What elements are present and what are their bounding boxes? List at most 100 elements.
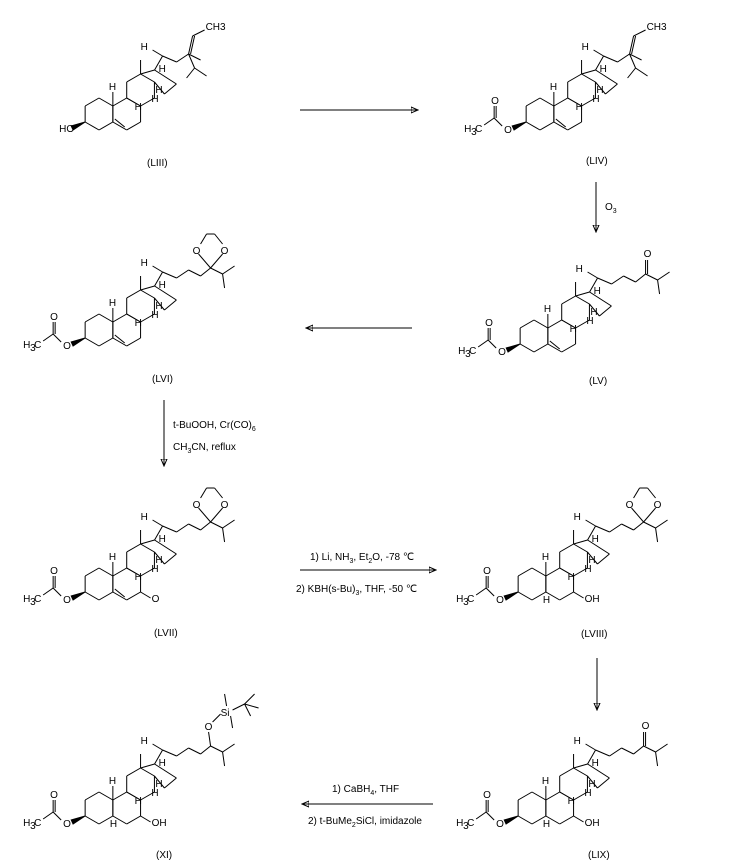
ring-c-bond	[140, 289, 155, 299]
dioxolane-o2-label: O	[654, 500, 662, 511]
ring-b-bond	[112, 313, 127, 323]
reagent-xi-line-1: 1) CaBH4, THF	[332, 784, 399, 797]
ring-b-bond	[126, 121, 141, 131]
double-bond-5-6	[555, 118, 567, 128]
side-chain-bond	[154, 525, 164, 541]
acetyl-oxygen-label: O	[491, 96, 499, 107]
ring-c-bond	[559, 791, 574, 801]
c21-label: H	[141, 258, 148, 269]
acetyl-methyl-c: C	[34, 340, 41, 351]
side-chain-bond	[611, 275, 624, 285]
ester-bond	[487, 339, 497, 349]
label-lviii: (LVIII)	[581, 629, 607, 640]
ester-bond	[52, 587, 62, 597]
ring-a-bond	[98, 121, 114, 131]
isopropyl-bond	[657, 271, 670, 281]
label-liii: (LIII)	[147, 158, 168, 169]
h-9-label: H	[135, 796, 142, 807]
acetyl-oxygen-label: O	[50, 566, 58, 577]
dioxolane-bond	[200, 233, 207, 245]
ring-d-bond	[140, 285, 155, 291]
ring-c-bond	[561, 295, 576, 305]
reagent-ozone: O3	[605, 202, 617, 215]
ring-c-bond	[126, 313, 141, 323]
reagent-lvi-line-1: t-BuOOH, Cr(CO)6	[173, 420, 256, 433]
ethylidene-methyl-label: CH3	[206, 22, 226, 33]
ring-c-bond	[573, 767, 588, 777]
side-chain-bond	[188, 269, 201, 277]
side-chain-bond	[200, 521, 211, 531]
isopropyl-bond	[222, 751, 226, 767]
isopropyl-bond	[188, 53, 196, 69]
methyl-19-label: H	[109, 82, 116, 93]
ring-a-bond	[98, 97, 114, 107]
ring-d-bond	[164, 299, 177, 311]
acetyl-methyl-bond	[42, 333, 54, 342]
ring-b-bond	[126, 591, 141, 601]
h-5-label: H	[543, 819, 550, 830]
ring-b-bond	[559, 815, 574, 825]
hydroxyl-7-bond	[573, 815, 584, 823]
h-8-label: H	[151, 788, 158, 799]
carbonyl-7-bond	[140, 591, 151, 599]
dioxolane-bond	[633, 487, 640, 499]
ring-a-bond	[539, 121, 555, 131]
side-chain-bond	[621, 747, 634, 755]
acetyl-methyl-label: H	[456, 594, 463, 605]
methyl-19-label: H	[542, 776, 549, 787]
ring-d-bond	[589, 303, 600, 317]
c21-label: H	[582, 42, 589, 53]
acetyl-methyl-label: H	[23, 818, 30, 829]
ring-a-bond	[531, 815, 547, 825]
acetyl-methyl-sub: 3	[465, 349, 471, 360]
ring-d-bond	[164, 553, 177, 565]
wedge-bond	[511, 121, 527, 131]
h-14-label: H	[588, 779, 595, 790]
ring-c-bond	[126, 543, 141, 553]
ketone-oxygen-label: O	[644, 249, 652, 260]
ring-d-bond	[154, 775, 165, 789]
ring-d-bond	[154, 81, 165, 95]
h-8-label: H	[151, 94, 158, 105]
ring-b-bond	[112, 567, 127, 577]
ester-oxygen-label: O	[504, 125, 512, 136]
acetyl-methyl-sub: 3	[30, 821, 36, 832]
acetyl-methyl-sub: 3	[30, 597, 36, 608]
ring-a-bond	[84, 337, 100, 347]
acetyl-oxygen-label: O	[50, 790, 58, 801]
isopropyl-bond	[655, 751, 659, 767]
dioxolane-o2-label: O	[221, 500, 229, 511]
dioxolane-o1-label: O	[193, 500, 201, 511]
ring-d-bond	[595, 81, 606, 95]
methyl-19-label: H	[109, 298, 116, 309]
h-17-label: H	[600, 64, 607, 75]
side-chain-bond	[609, 523, 622, 533]
side-chain-bond	[162, 749, 177, 757]
hydroxyl-7-label: OH	[152, 818, 167, 829]
ring-c-bond	[567, 73, 582, 83]
ester-oxygen-label: O	[496, 595, 504, 606]
dioxolane-bond	[210, 253, 223, 269]
acetyl-methyl-label: H	[458, 346, 465, 357]
ring-d-bond	[587, 763, 610, 779]
h-17-label: H	[592, 534, 599, 545]
dioxolane-o1-label: O	[626, 500, 634, 511]
acetyl-methyl-label: H	[23, 340, 30, 351]
ring-d-bond	[154, 763, 177, 779]
ester-bond	[52, 811, 62, 821]
acetyl-oxygen-label: O	[483, 566, 491, 577]
wedge-bond	[505, 343, 521, 353]
side-chain-bond	[587, 749, 597, 765]
h-8-label: H	[151, 310, 158, 321]
ring-b-bond	[126, 337, 141, 347]
ring-a-bond	[98, 815, 114, 825]
ester-oxygen-label: O	[63, 341, 71, 352]
h-9-label: H	[135, 318, 142, 329]
dioxolane-bond	[647, 487, 656, 499]
ester-oxygen-label: O	[63, 595, 71, 606]
isopropyl-bond	[645, 273, 658, 281]
ring-c-bond	[561, 319, 576, 329]
